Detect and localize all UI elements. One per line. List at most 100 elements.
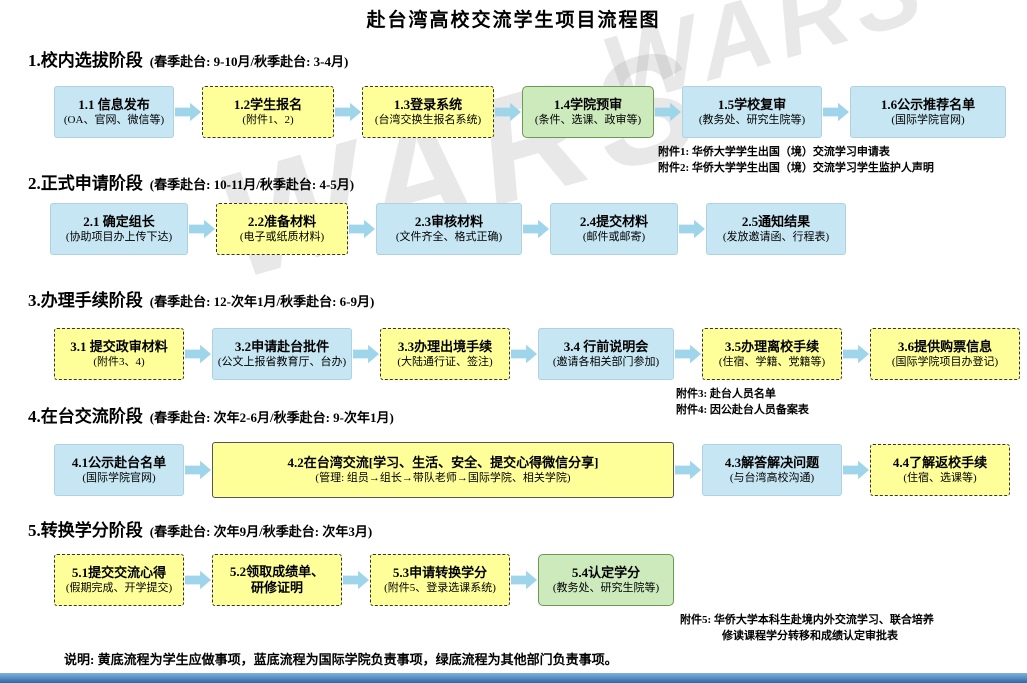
attachments-note-1: 附件1: 华侨大学学生出国（境）交流学习申请表 附件2: 华侨大学学生出国（境）… bbox=[658, 144, 934, 176]
box-subtitle: (文件齐全、格式正确) bbox=[395, 230, 503, 243]
box-subtitle: (住宿、学籍、党籍等) bbox=[718, 355, 826, 368]
box-subtitle: (台湾交换生报名系统) bbox=[374, 113, 482, 126]
arrow-right-icon bbox=[349, 219, 375, 239]
arrow-right-icon bbox=[511, 570, 537, 590]
flow-box-2-3: 2.3审核材料 (文件齐全、格式正确) bbox=[376, 203, 522, 255]
box-title: 1.4学院预审 bbox=[553, 96, 623, 112]
box-title: 1.6公示推荐名单 bbox=[880, 96, 976, 112]
section-1-row: 1.1 信息发布 (OA、官网、微信等) 1.2学生报名 (附件1、2) 1.3… bbox=[54, 86, 1006, 138]
box-title: 3.3办理出境手续 bbox=[397, 338, 493, 354]
section-2-heading: 2.正式申请阶段 (春季赴台: 10-11月/秋季赴台: 4-5月) bbox=[28, 169, 354, 194]
arrow-right-icon bbox=[185, 460, 211, 480]
box-title: 4.2在台湾交流[学习、生活、安全、提交心得微信分享] bbox=[287, 454, 599, 470]
box-title: 1.2学生报名 bbox=[233, 96, 303, 112]
section-3-schedule: (春季赴台: 12-次年1月/秋季赴台: 6-9月) bbox=[149, 294, 375, 309]
box-title: 3.5办理离校手续 bbox=[724, 338, 820, 354]
box-subtitle: (假期完成、开学提交) bbox=[65, 581, 173, 594]
arrow-right-icon bbox=[823, 102, 849, 122]
flow-box-5-1: 5.1提交交流心得 (假期完成、开学提交) bbox=[54, 554, 184, 606]
box-title: 3.1 提交政审材料 bbox=[70, 338, 168, 354]
section-2-row: 2.1 确定组长 (协助项目办上传下达) 2.2准备材料 (电子或纸质材料) 2… bbox=[50, 203, 846, 255]
box-subtitle: (国际学院项目办登记) bbox=[891, 355, 999, 368]
attachment-line: 附件1: 华侨大学学生出国（境）交流学习申请表 bbox=[658, 146, 890, 158]
section-3-row: 3.1 提交政审材料 (附件3、4) 3.2申请赴台批件 (公文上报省教育厅、台… bbox=[54, 328, 1020, 380]
arrow-right-icon bbox=[335, 102, 361, 122]
box-title: 1.5学校复审 bbox=[717, 96, 787, 112]
section-5-row: 5.1提交交流心得 (假期完成、开学提交) 5.2领取成绩单、 研修证明 5.3… bbox=[54, 554, 674, 606]
flow-box-1-6: 1.6公示推荐名单 (国际学院官网) bbox=[850, 86, 1006, 138]
attachments-note-5: 附件5: 华侨大学本科生赴境内外交流学习、联合培养 修读课程学分转移和成绩认定审… bbox=[680, 612, 934, 644]
box-title: 5.4认定学分 bbox=[571, 564, 641, 580]
arrow-right-icon bbox=[523, 219, 549, 239]
box-title: 4.4了解返校手续 bbox=[892, 454, 988, 470]
flow-box-4-4: 4.4了解返校手续 (住宿、选课等) bbox=[870, 444, 1010, 496]
section-4-row: 4.1公示赴台名单 (国际学院官网) 4.2在台湾交流[学习、生活、安全、提交心… bbox=[54, 442, 1010, 498]
box-subtitle: (国际学院官网) bbox=[891, 113, 965, 126]
flow-box-4-2: 4.2在台湾交流[学习、生活、安全、提交心得微信分享] (管理: 组员→组长→带… bbox=[212, 442, 674, 498]
attachment-line: 附件2: 华侨大学学生出国（境）交流学习学生监护人声明 bbox=[658, 162, 934, 174]
arrow-right-icon bbox=[843, 344, 869, 364]
section-1-title: 1.校内选拔阶段 bbox=[28, 51, 143, 70]
box-title-line2: 研修证明 bbox=[250, 580, 303, 595]
flow-box-3-4: 3.4 行前说明会 (邀请各相关部门参加) bbox=[538, 328, 674, 380]
box-title: 4.1公示赴台名单 bbox=[71, 454, 167, 470]
box-subtitle: (条件、选课、政审等) bbox=[534, 113, 642, 126]
flow-box-3-1: 3.1 提交政审材料 (附件3、4) bbox=[54, 328, 184, 380]
flow-box-3-2: 3.2申请赴台批件 (公文上报省教育厅、台办) bbox=[212, 328, 352, 380]
section-2-title: 2.正式申请阶段 bbox=[28, 174, 143, 193]
section-4-heading: 4.在台交流阶段 (春季赴台: 次年2-6月/秋季赴台: 9-次年1月) bbox=[28, 402, 394, 427]
section-2-schedule: (春季赴台: 10-11月/秋季赴台: 4-5月) bbox=[149, 177, 355, 192]
box-title: 2.5通知结果 bbox=[741, 213, 811, 229]
attachments-note-3: 附件3: 赴台人员名单 附件4: 因公赴台人员备案表 bbox=[676, 386, 809, 418]
box-subtitle: (发放邀请函、行程表) bbox=[722, 230, 830, 243]
box-title: 3.4 行前说明会 bbox=[563, 338, 649, 354]
box-title: 1.3登录系统 bbox=[393, 96, 463, 112]
attachment-line: 修读课程学分转移和成绩认定审批表 bbox=[722, 630, 898, 642]
box-title: 5.3申请转换学分 bbox=[392, 564, 488, 580]
box-title: 2.2准备材料 bbox=[247, 213, 317, 229]
box-title: 1.1 信息发布 bbox=[78, 96, 150, 112]
box-subtitle: (附件3、4) bbox=[93, 355, 145, 368]
box-title: 3.6提供购票信息 bbox=[897, 338, 993, 354]
box-subtitle: (教务处、研究生院等) bbox=[698, 113, 806, 126]
box-subtitle: (附件1、2) bbox=[242, 113, 294, 126]
attachment-line: 附件3: 赴台人员名单 bbox=[676, 388, 776, 400]
arrow-right-icon bbox=[655, 102, 681, 122]
flow-box-2-2: 2.2准备材料 (电子或纸质材料) bbox=[216, 203, 348, 255]
flow-box-2-1: 2.1 确定组长 (协助项目办上传下达) bbox=[50, 203, 188, 255]
arrow-right-icon bbox=[679, 219, 705, 239]
box-subtitle: (国际学院官网) bbox=[82, 471, 156, 484]
section-1-schedule: (春季赴台: 9-10月/秋季赴台: 3-4月) bbox=[149, 54, 349, 69]
box-title: 5.2领取成绩单、 bbox=[229, 563, 325, 579]
box-subtitle: (邀请各相关部门参加) bbox=[552, 355, 660, 368]
section-5-schedule: (春季赴台: 次年9月/秋季赴台: 次年3月) bbox=[149, 524, 373, 539]
flow-box-4-1: 4.1公示赴台名单 (国际学院官网) bbox=[54, 444, 184, 496]
box-title: 2.4提交材料 bbox=[579, 213, 649, 229]
section-4-title: 4.在台交流阶段 bbox=[28, 407, 143, 426]
box-title: 5.1提交交流心得 bbox=[71, 564, 167, 580]
flow-box-3-3: 3.3办理出境手续 (大陆通行证、签注) bbox=[380, 328, 510, 380]
box-subtitle: (与台湾高校沟通) bbox=[729, 471, 815, 484]
flow-box-1-5: 1.5学校复审 (教务处、研究生院等) bbox=[682, 86, 822, 138]
flow-box-2-4: 2.4提交材料 (邮件或邮寄) bbox=[550, 203, 678, 255]
arrow-right-icon bbox=[675, 344, 701, 364]
arrow-right-icon bbox=[495, 102, 521, 122]
box-subtitle: (公文上报省教育厅、台办) bbox=[217, 355, 347, 368]
arrow-right-icon bbox=[185, 344, 211, 364]
flow-box-4-3: 4.3解答解决问题 (与台湾高校沟通) bbox=[702, 444, 842, 496]
box-title: 4.3解答解决问题 bbox=[724, 454, 820, 470]
box-subtitle: (电子或纸质材料) bbox=[239, 230, 325, 243]
window-bottom-edge bbox=[0, 673, 1027, 683]
section-5-heading: 5.转换学分阶段 (春季赴台: 次年9月/秋季赴台: 次年3月) bbox=[28, 516, 372, 541]
box-subtitle: (管理: 组员→组长→带队老师→国际学院、相关学院) bbox=[315, 471, 571, 484]
legend-note: 说明: 黄底流程为学生应做事项，蓝底流程为国际学院负责事项，绿底流程为其他部门负… bbox=[64, 652, 618, 667]
section-5-title: 5.转换学分阶段 bbox=[28, 521, 143, 540]
flow-box-1-3: 1.3登录系统 (台湾交换生报名系统) bbox=[362, 86, 494, 138]
box-title: 2.1 确定组长 bbox=[83, 213, 155, 229]
arrow-right-icon bbox=[189, 219, 215, 239]
box-subtitle: (教务处、研究生院等) bbox=[552, 581, 660, 594]
section-3-heading: 3.办理手续阶段 (春季赴台: 12-次年1月/秋季赴台: 6-9月) bbox=[28, 286, 374, 311]
arrow-right-icon bbox=[175, 102, 201, 122]
flow-box-1-1: 1.1 信息发布 (OA、官网、微信等) bbox=[54, 86, 174, 138]
flow-box-5-4: 5.4认定学分 (教务处、研究生院等) bbox=[538, 554, 674, 606]
